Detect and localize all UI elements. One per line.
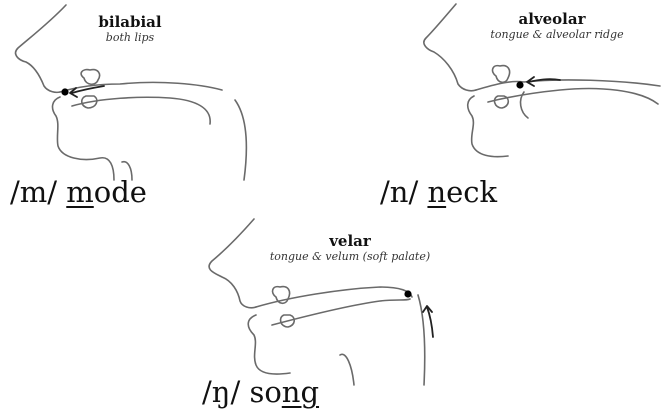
bilabial-panel: bilabial both lips /m/ mode — [0, 0, 240, 210]
alveolar-title: alveolar — [472, 10, 632, 28]
articulation-point-icon — [404, 290, 411, 297]
velar-word-underlined: ng — [282, 375, 319, 409]
alveolar-example: /n/ neck — [380, 175, 497, 209]
velar-symbol: /ŋ/ — [202, 375, 240, 409]
velar-title: velar — [270, 232, 430, 250]
bilabial-word-underlined: m — [66, 175, 94, 209]
alveolar-symbol: /n/ — [380, 175, 418, 209]
velar-word-plain: so — [249, 375, 281, 409]
bilabial-symbol: /m/ — [10, 175, 57, 209]
velar-example: /ŋ/ song — [202, 375, 319, 409]
arrow-icon — [72, 86, 104, 93]
alveolar-subtitle: tongue & alveolar ridge — [452, 28, 662, 41]
bilabial-subtitle: both lips — [90, 31, 170, 44]
bilabial-example: /m/ mode — [10, 175, 147, 209]
alveolar-word-rest: eck — [446, 175, 497, 209]
velar-panel: velar tongue & velum (soft palate) /ŋ/ s… — [180, 215, 500, 416]
alveolar-panel: alveolar tongue & alveolar ridge /n/ nec… — [400, 0, 663, 210]
articulation-point-icon — [61, 88, 68, 95]
alveolar-word-underlined: n — [427, 175, 446, 209]
bilabial-title: bilabial — [90, 13, 170, 31]
bilabial-word-rest: ode — [94, 175, 147, 209]
articulation-point-icon — [516, 81, 523, 88]
velar-subtitle: tongue & velum (soft palate) — [230, 250, 470, 263]
